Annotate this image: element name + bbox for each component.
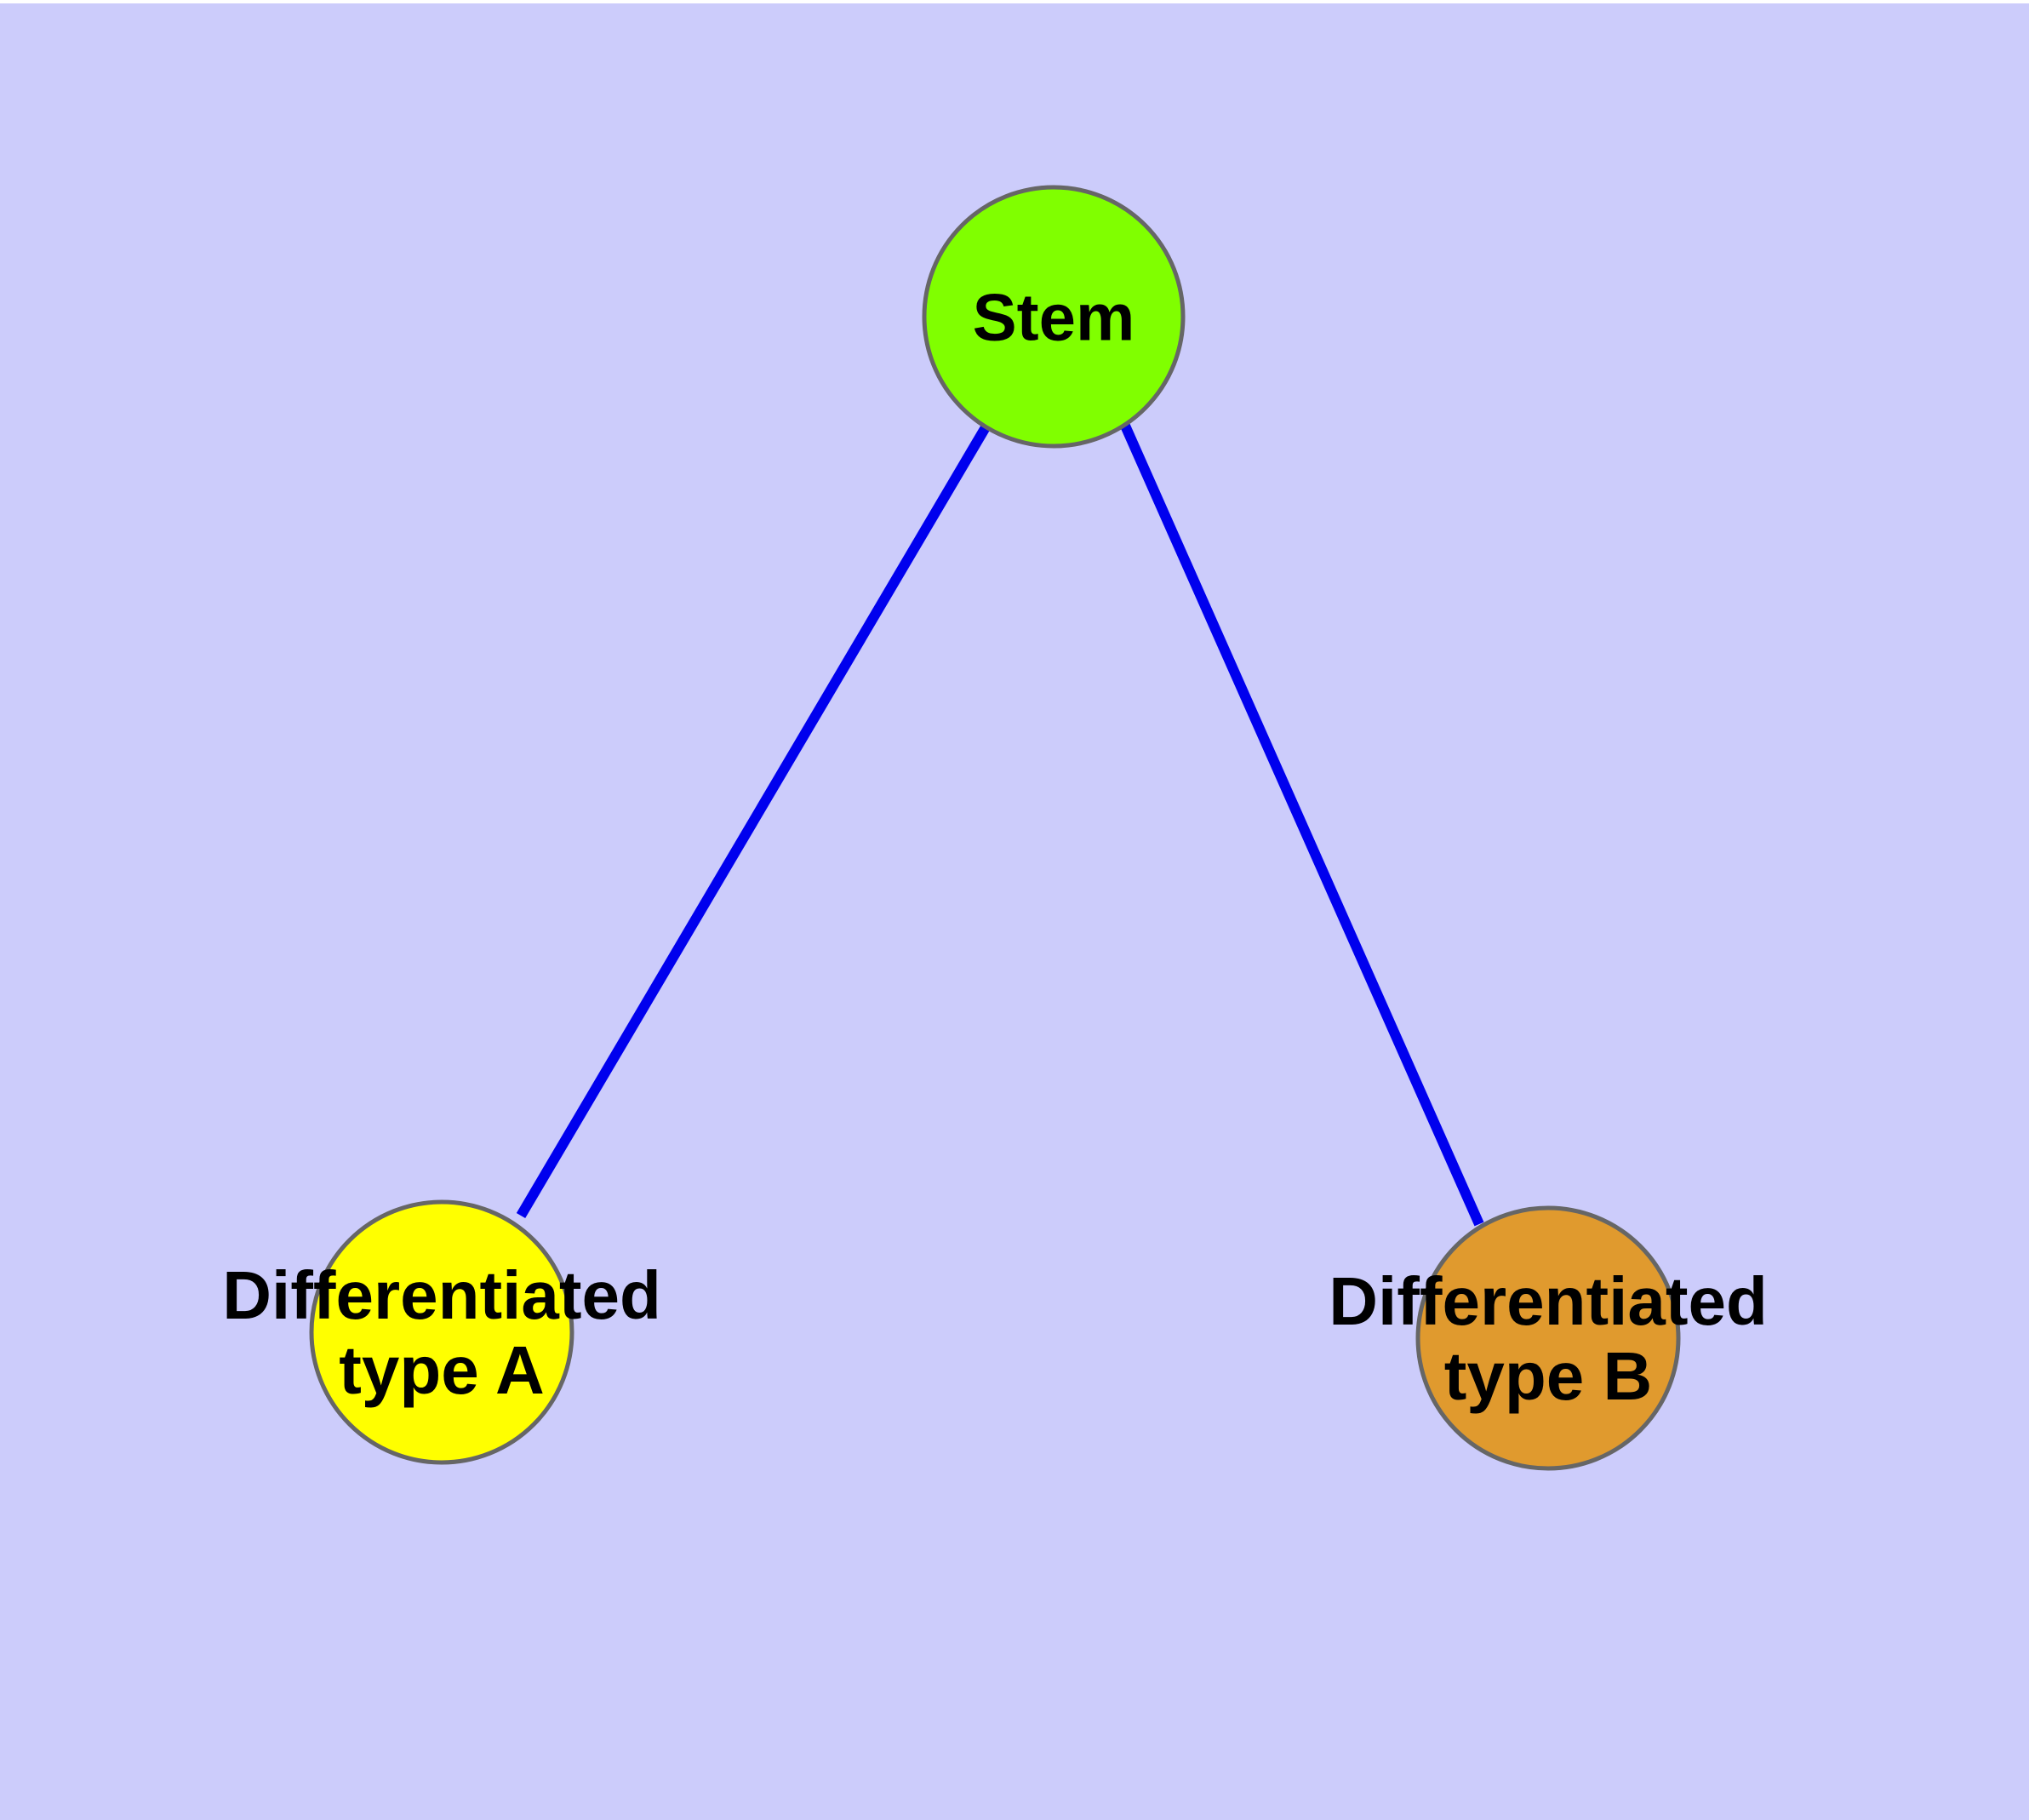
- node-label-line: type A: [339, 1332, 545, 1408]
- node-label-stem: Stem: [973, 279, 1135, 354]
- edges-layer: [516, 423, 1484, 1227]
- graph-edge-stem-to-diff-b[interactable]: [1120, 423, 1484, 1227]
- node-label-line: Differentiated: [222, 1257, 661, 1333]
- graph-node-diff_a[interactable]: [309, 1199, 574, 1465]
- node-label-line: type B: [1444, 1338, 1653, 1414]
- graph-node-diff_b[interactable]: [1415, 1205, 1681, 1471]
- graph-edge-stem-to-diff-a[interactable]: [516, 424, 991, 1219]
- node-label-line: Differentiated: [1329, 1263, 1768, 1339]
- nodes-layer: [309, 185, 1681, 1471]
- node-label-line: Stem: [973, 279, 1135, 354]
- graph-node-stem[interactable]: [922, 185, 1186, 449]
